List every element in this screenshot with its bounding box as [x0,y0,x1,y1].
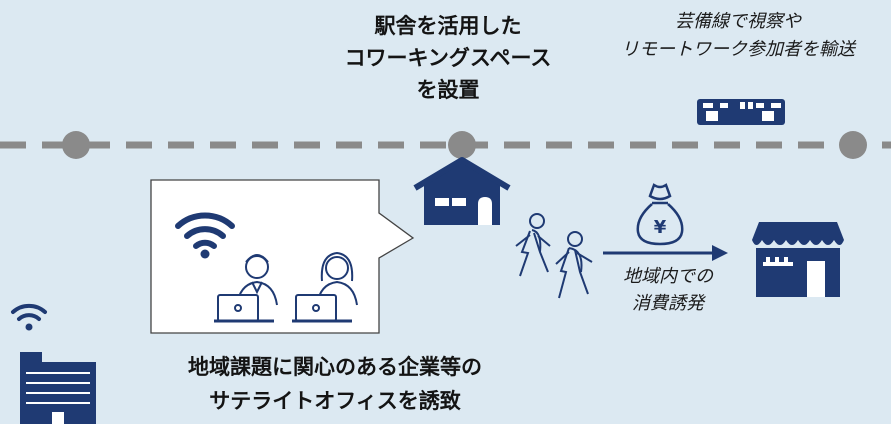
satellite-office-heading: 地域課題に関心のある企業等の サテライトオフィスを誘致 [100,350,570,418]
currency-symbol: ¥ [654,217,667,238]
wifi-icon [11,303,47,331]
train-note-line: 芸備線で視察や [675,11,801,32]
station-coworking-line: 駅舎を活用した [374,14,522,38]
money-bag-icon [636,183,684,246]
train-icon [697,99,785,125]
satellite-office-line: サテライトオフィスを誘致 [209,389,461,413]
flow-arrow [603,245,728,261]
station-dots [62,131,867,159]
station-coworking-line: コワーキングスペース [344,46,552,70]
shop-icon [752,222,844,297]
coworking-panel [150,179,415,334]
office-building-icon [20,352,96,424]
station-dot-left [62,131,90,159]
person-laptop-icon [214,254,278,323]
satellite-office-line: 地域課題に関心のある企業等の [188,355,482,379]
station-dot-center [448,131,476,159]
train-note-line: リモートワーク参加者を輸送 [621,39,855,60]
spending-note-line: 消費誘発 [632,293,704,314]
train-note: 芸備線で視察や リモートワーク参加者を輸送 [568,8,891,64]
station-coworking-heading: 駅舎を活用した コワーキングスペース を設置 [318,10,578,106]
house-icon [413,157,511,225]
wifi-icon [175,212,235,259]
spending-note: 地域内での 消費誘発 [598,263,738,317]
spending-note-line: 地域内での [623,266,713,287]
walking-people-icon [515,213,593,299]
station-coworking-line: を設置 [416,78,480,102]
station-dot-right [839,131,867,159]
person-laptop-icon [292,251,358,323]
